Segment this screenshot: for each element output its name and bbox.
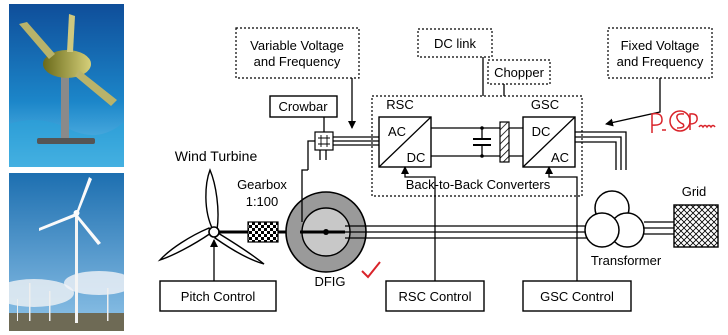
chopper-element-icon (499, 121, 510, 163)
rsc-control-box (385, 280, 485, 312)
gsc-ac-label: AC (551, 150, 569, 165)
fixed-voltage-box (607, 27, 713, 79)
chopper-label: Chopper (494, 65, 545, 80)
dc-link-label: DC link (434, 36, 476, 51)
gearbox-label: Gearbox (237, 177, 287, 192)
rsc-control-label: RSC Control (399, 289, 472, 304)
crowbar-label: Crowbar (278, 99, 328, 114)
gsc-title: GSC (531, 97, 559, 112)
chopper-box (487, 59, 551, 85)
crowbar-switch-icon (314, 131, 334, 151)
pitch-control-box (159, 280, 277, 312)
turbine-photo-offshore (9, 4, 124, 167)
dc-link-box (417, 28, 493, 58)
gearbox-ratio: 1:100 (246, 194, 279, 209)
dfig-machine (285, 191, 367, 273)
handwritten-power-annotation (651, 110, 716, 133)
rsc-control-arrow (401, 166, 436, 281)
back-to-back-label: Back-to-Back Converters (406, 177, 551, 192)
wind-turbine-label: Wind Turbine (175, 148, 258, 164)
dfig-label: DFIG (314, 274, 345, 289)
gsc-dc-label: DC (532, 124, 551, 139)
crowbar-box (269, 95, 338, 118)
transformer-label: Transformer (591, 253, 662, 268)
variable-voltage-line2: and Frequency (254, 54, 341, 69)
transformer-icon (584, 190, 645, 248)
rsc-title: RSC (386, 97, 413, 112)
rsc-dc-label: DC (407, 150, 426, 165)
grid-label: Grid (682, 184, 707, 199)
grid-icon (673, 204, 719, 248)
turbine-photo-windfarm (9, 173, 124, 331)
gsc-control-arrow (545, 166, 578, 281)
dc-link-capacitor-icon (473, 126, 491, 158)
fixed-voltage-line1: Fixed Voltage (621, 38, 700, 53)
fixed-voltage-arrow (605, 78, 661, 127)
red-check-mark (361, 261, 381, 279)
rsc-ac-label: AC (388, 124, 406, 139)
variable-voltage-box (235, 27, 360, 79)
gsc-control-label: GSC Control (540, 289, 614, 304)
pitch-control-label: Pitch Control (181, 289, 256, 304)
gearbox-icon (247, 221, 279, 243)
variable-voltage-line1: Variable Voltage (250, 38, 344, 53)
fixed-voltage-line2: and Frequency (617, 54, 704, 69)
